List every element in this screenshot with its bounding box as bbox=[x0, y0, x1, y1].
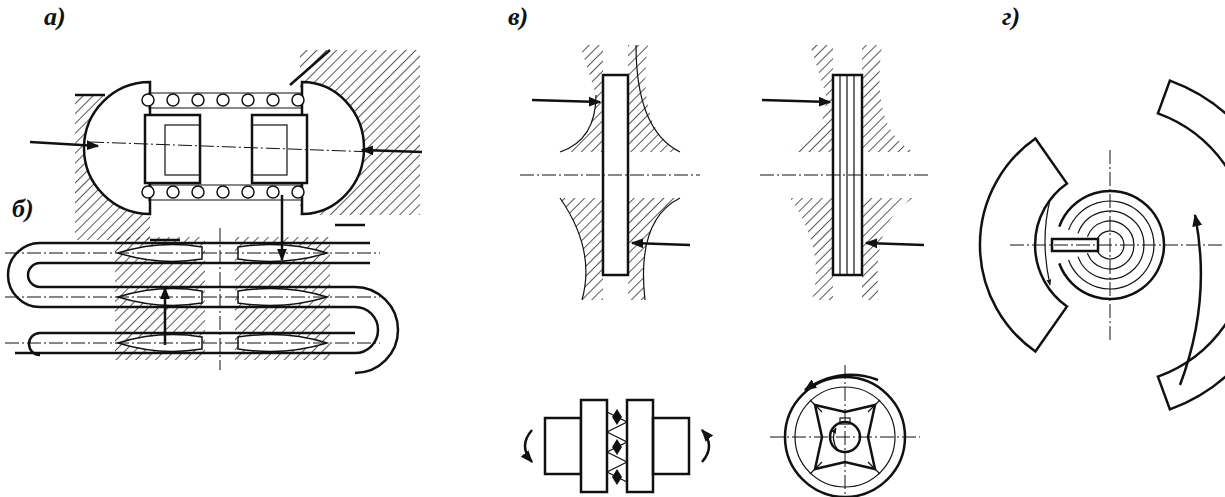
figure-letter: а) bbox=[44, 4, 66, 30]
figure-letter: г) bbox=[1002, 4, 1020, 30]
figure-letter: б) bbox=[12, 196, 34, 222]
figure-letter: в) bbox=[508, 4, 528, 30]
spiral-seal bbox=[980, 81, 1225, 410]
disk-seal bbox=[520, 45, 930, 497]
bellows-seal bbox=[30, 50, 422, 240]
serpentine-seal bbox=[5, 195, 398, 373]
